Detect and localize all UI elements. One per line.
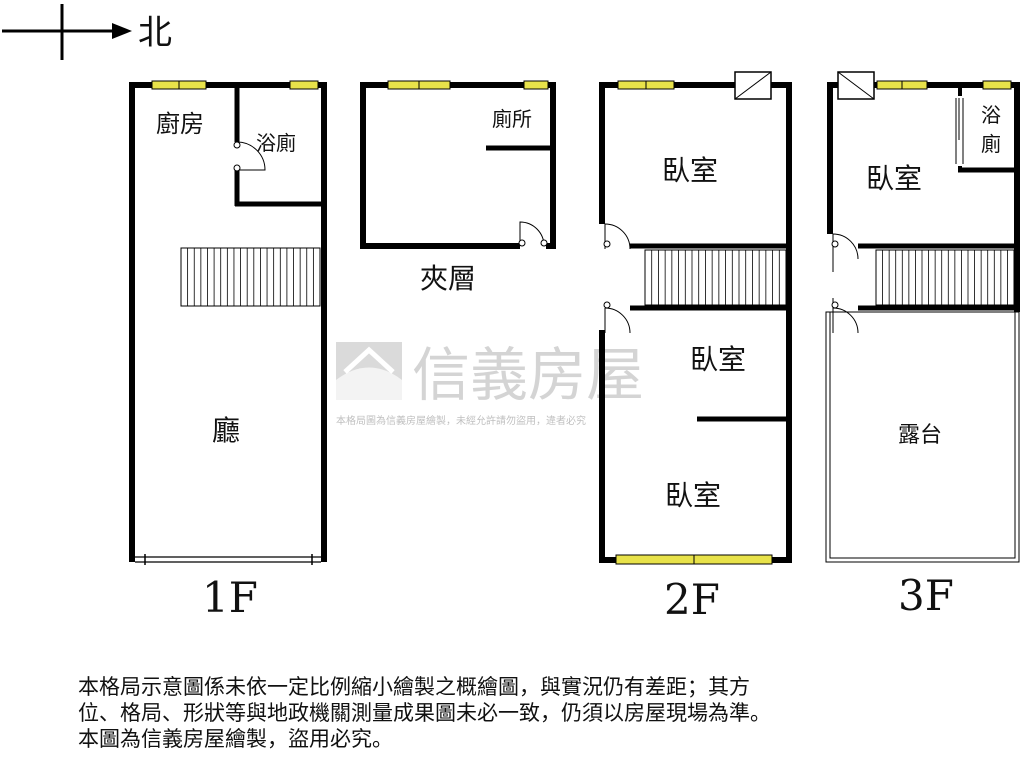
room-label-bath-1: 浴	[981, 103, 1001, 127]
staircase	[180, 247, 321, 307]
window	[523, 80, 549, 90]
room-label-bath-2: 廁	[981, 132, 1001, 156]
floor-plan-1f: 廚房 浴廁 廳 1F	[129, 80, 327, 622]
floor-plan-mezzanine: 廁所 夾層	[360, 80, 556, 295]
disclaimer-line: 本圖為信義房屋繪製，盜用必究。	[78, 727, 393, 751]
floor-label-2f: 2F	[664, 575, 720, 624]
disclaimer: 本格局示意圖係未依一定比例縮小繪製之概繪圖，與實況仍有差距；其方 位、格局、形狀…	[78, 674, 958, 752]
disclaimer-line: 位、格局、形狀等與地政機關測量成果圖未必一致，仍須以房屋現場為準。	[78, 701, 771, 725]
window	[289, 80, 319, 90]
room-label-bathroom: 浴廁	[256, 131, 296, 155]
room-label-terrace: 露台	[898, 423, 942, 448]
floor-plan-2f: 臥室 臥室 臥室 2F	[599, 71, 792, 624]
door-swing	[832, 233, 859, 260]
staircase	[875, 249, 1015, 306]
floor-label-mezzanine: 夾層	[420, 262, 476, 295]
room-label-living: 廳	[212, 414, 240, 447]
door-swing	[604, 307, 631, 334]
brand-logo-icon	[336, 342, 402, 400]
room-label-kitchen: 廚房	[156, 110, 204, 138]
watermark-brand: 信義房屋	[412, 341, 644, 409]
room-label-bedroom: 臥室	[665, 479, 721, 512]
north-label: 北	[138, 13, 172, 53]
staircase	[644, 249, 787, 306]
window	[982, 80, 1012, 90]
watermark-notice: 本格局圖為信義房屋繪製，未經允許請勿盜用，違者必究	[336, 414, 586, 427]
floor-label-1f: 1F	[202, 573, 258, 622]
door-swing	[236, 141, 266, 171]
watermark: 信義房屋 本格局圖為信義房屋繪製，未經允許請勿盜用，違者必究	[336, 341, 644, 427]
compass: 北	[2, 4, 172, 60]
room-label-bedroom: 臥室	[662, 154, 718, 187]
disclaimer-line: 本格局示意圖係未依一定比例縮小繪製之概繪圖，與實況仍有差距；其方	[78, 675, 750, 699]
door-swing	[604, 223, 631, 250]
floor-plan-3f: 臥室 浴 廁 露台 3F	[825, 71, 1020, 620]
room-label-toilet: 廁所	[492, 107, 532, 131]
room-label-bedroom: 臥室	[690, 343, 746, 376]
room-label-bedroom: 臥室	[866, 162, 922, 195]
door-swing	[832, 307, 859, 334]
north-arrow-icon	[112, 23, 132, 39]
floor-label-3f: 3F	[898, 571, 954, 620]
